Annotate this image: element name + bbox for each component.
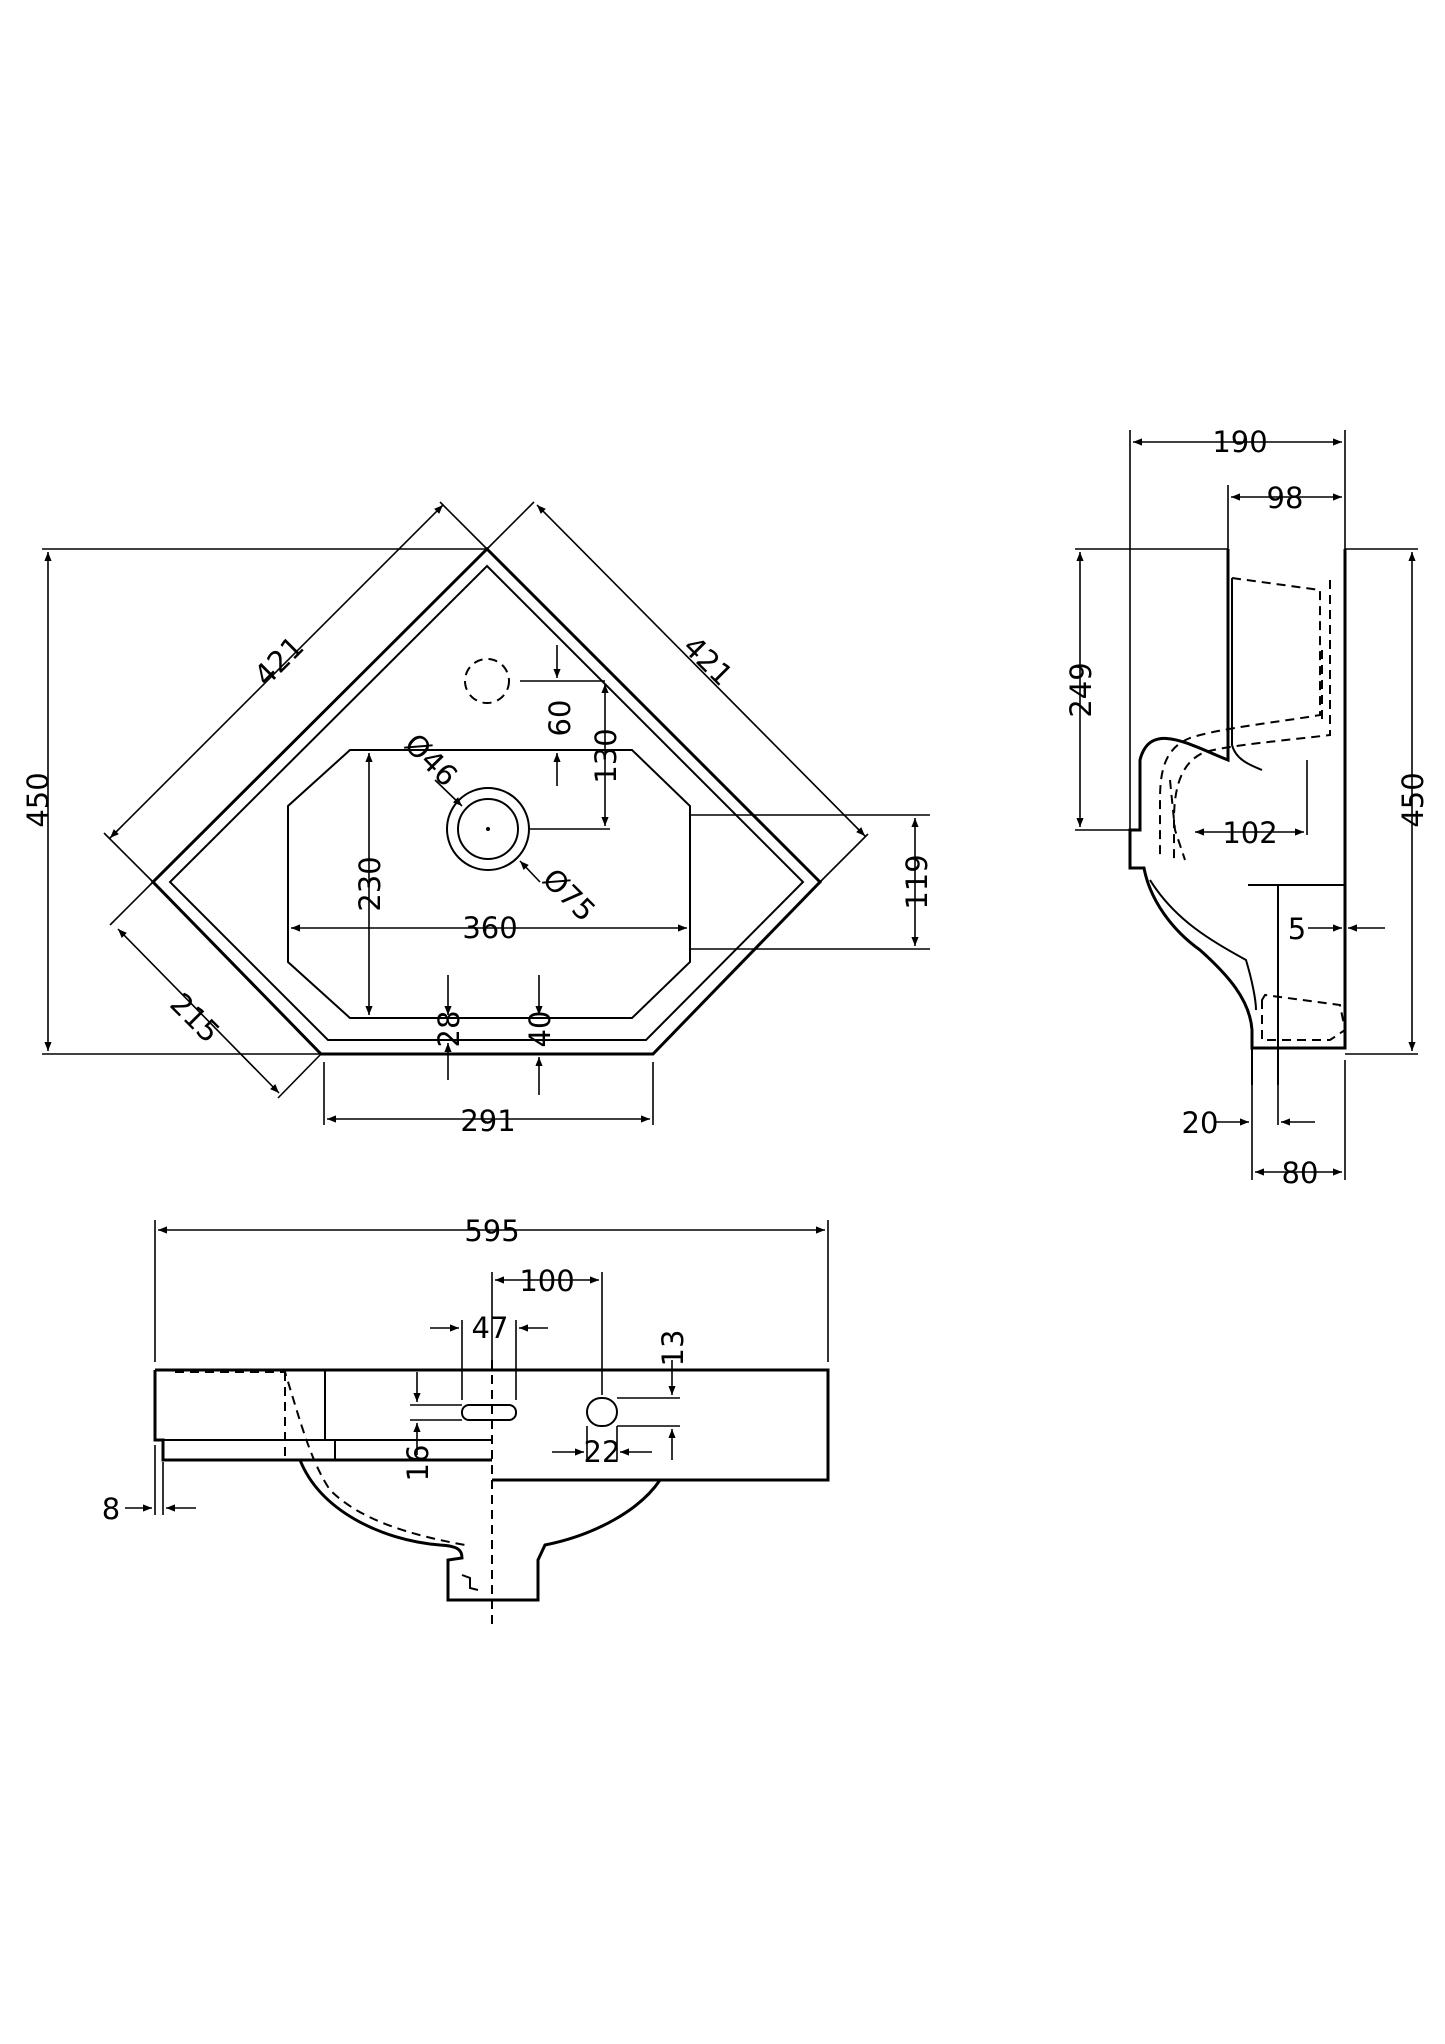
side-hidden-basin bbox=[1159, 577, 1321, 860]
dim-label-13: 13 bbox=[656, 1330, 690, 1367]
front-hidden-bowl bbox=[175, 1371, 466, 1546]
dim-label-130: 130 bbox=[589, 728, 623, 783]
dim-label-249: 249 bbox=[1064, 662, 1098, 717]
dim-label-119: 119 bbox=[900, 854, 934, 909]
dim-label-450-plan: 450 bbox=[21, 772, 55, 827]
dim-label-450-side: 450 bbox=[1396, 772, 1430, 827]
dim-label-47: 47 bbox=[472, 1311, 509, 1345]
dim-label-100: 100 bbox=[519, 1264, 574, 1298]
plan-outer-outline bbox=[150, 546, 823, 1056]
plan-bowl bbox=[287, 749, 691, 1019]
dim-label-102: 102 bbox=[1222, 816, 1277, 850]
waste-inner-circle bbox=[457, 798, 519, 860]
side-inner-basin bbox=[1231, 578, 1263, 771]
dim-line-421-left bbox=[109, 504, 444, 839]
dim-label-5: 5 bbox=[1288, 912, 1306, 946]
side-outline bbox=[1128, 549, 1347, 1050]
dim-label-waste-75: Ø75 bbox=[536, 862, 602, 928]
dim-line-215 bbox=[117, 928, 280, 1094]
dim-label-595: 595 bbox=[464, 1214, 519, 1248]
dim-label-190: 190 bbox=[1212, 425, 1267, 459]
dim-label-360: 360 bbox=[462, 911, 517, 945]
dim-label-40: 40 bbox=[523, 1011, 557, 1048]
side-bowl-curve bbox=[1149, 879, 1257, 1011]
tap-hole bbox=[464, 658, 510, 704]
plan-view: 450 421 421 215 291 360 230 60 bbox=[21, 501, 934, 1138]
dim-label-waste-46: Ø46 bbox=[398, 727, 464, 793]
dim-label-20: 20 bbox=[1182, 1106, 1219, 1140]
dim-label-98: 98 bbox=[1267, 481, 1304, 515]
waste-center-dot bbox=[486, 827, 490, 831]
dim-label-291: 291 bbox=[460, 1104, 515, 1138]
dim-label-80: 80 bbox=[1282, 1156, 1319, 1190]
dim-label-215: 215 bbox=[163, 986, 226, 1049]
dim-line-421-right bbox=[536, 504, 866, 837]
dim-label-421-left: 421 bbox=[247, 629, 310, 692]
front-overflow-slot bbox=[461, 1404, 517, 1421]
front-bowl bbox=[298, 1459, 662, 1602]
dim-label-60: 60 bbox=[543, 700, 577, 737]
dim-label-8: 8 bbox=[102, 1492, 120, 1526]
side-view: 190 98 249 450 102 5 20 80 bbox=[1064, 425, 1430, 1190]
waste-outer-circle bbox=[446, 787, 530, 871]
front-view: 595 100 47 13 22 16 8 bbox=[102, 1214, 830, 1625]
dim-label-22: 22 bbox=[584, 1435, 621, 1469]
side-hidden-overflow bbox=[1261, 993, 1347, 1041]
dim-label-16: 16 bbox=[401, 1445, 435, 1482]
dim-label-230: 230 bbox=[353, 856, 387, 911]
dim-label-421-right: 421 bbox=[676, 629, 739, 692]
dim-label-28: 28 bbox=[432, 1011, 466, 1048]
front-tap-hole bbox=[586, 1397, 618, 1427]
